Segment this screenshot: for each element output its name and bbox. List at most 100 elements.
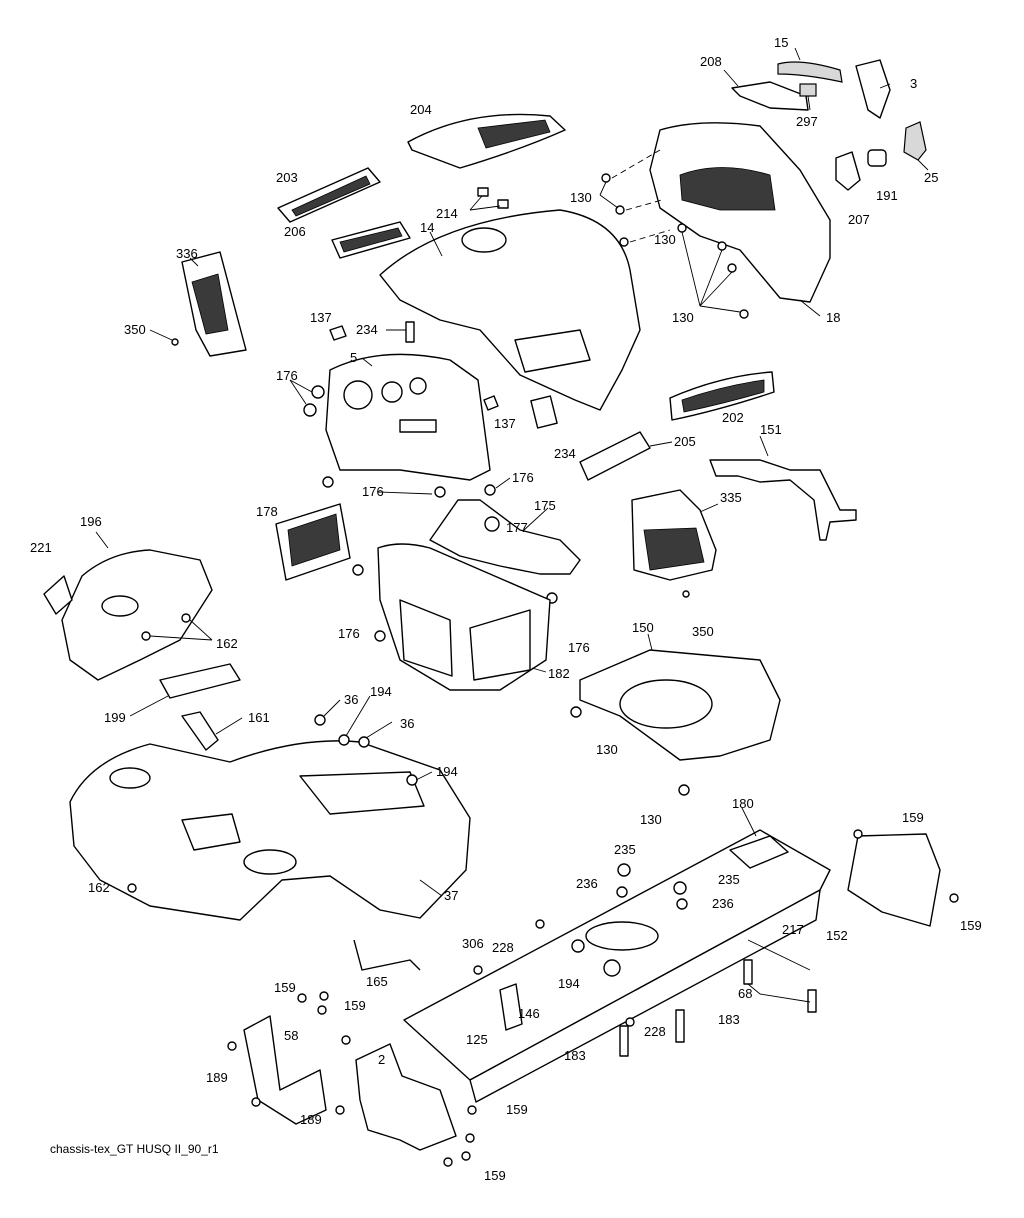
callout: 175: [534, 498, 556, 513]
callout: 335: [720, 490, 742, 505]
part-182-front-console: [377, 543, 551, 691]
callout: 194: [558, 976, 580, 991]
callout: 196: [80, 514, 102, 529]
callout: 350: [124, 322, 146, 337]
drawing-caption: chassis-tex_GT HUSQ II_90_r1: [50, 1142, 219, 1156]
callout: 183: [564, 1048, 586, 1063]
part-130-bolt-e: [678, 784, 690, 796]
callout: 182: [548, 666, 570, 681]
callout: 165: [366, 974, 388, 989]
callout: 130: [640, 812, 662, 827]
callout: 207: [848, 212, 870, 227]
callout: 18: [826, 310, 840, 325]
part-221-decal: [43, 575, 73, 615]
part-350-screw-right: [682, 590, 690, 598]
callout: 159: [902, 810, 924, 825]
callout: 235: [614, 842, 636, 857]
part-217-rod: [747, 939, 811, 971]
callout: 208: [700, 54, 722, 69]
callout: 199: [104, 710, 126, 725]
callout: 37: [444, 888, 458, 903]
part-207-headlight-assembly: [835, 151, 861, 191]
part-235-236-bushings: [616, 863, 688, 910]
callout: 125: [466, 1032, 488, 1047]
callout: 176: [338, 626, 360, 641]
callout: 214: [436, 206, 458, 221]
callout: 137: [310, 310, 332, 325]
part-199-plate: [129, 663, 241, 717]
callout: 176: [512, 470, 534, 485]
callout: 204: [410, 102, 432, 117]
part-162-screws-a: [141, 613, 213, 641]
callout: 130: [570, 190, 592, 205]
part-165-link: [353, 939, 421, 971]
callout: 234: [356, 322, 378, 337]
part-3-side-trim: [855, 59, 891, 119]
callout: 68: [738, 986, 752, 1001]
callout: 336: [176, 246, 198, 261]
callout: 217: [782, 922, 804, 937]
callout: 236: [712, 896, 734, 911]
callout: 189: [300, 1112, 322, 1127]
callout: 159: [274, 980, 296, 995]
part-350-screw-left: [149, 329, 179, 346]
leader-25: [917, 159, 929, 171]
part-152-159-rear-bracket: [847, 829, 959, 927]
callout: 14: [420, 220, 434, 235]
callout: 234: [554, 446, 576, 461]
part-15-rubber-strip: [777, 47, 843, 83]
bolts-130-right: [677, 223, 749, 319]
leader-297: [807, 95, 811, 111]
callout: 176: [276, 368, 298, 383]
part-37-fender: [69, 740, 471, 921]
part-202-front-grille: [669, 371, 775, 421]
part-297-clip: [799, 83, 817, 97]
part-161-trim: [181, 711, 243, 751]
callout: 228: [644, 1024, 666, 1039]
callout: 183: [718, 1012, 740, 1027]
callout: 189: [206, 1070, 228, 1085]
part-183-axle-bolts: [619, 1009, 685, 1057]
callout: 130: [672, 310, 694, 325]
part-68-bolts: [743, 959, 817, 1013]
part-234-strip-b: [530, 395, 558, 429]
callout: 25: [924, 170, 938, 185]
callout: 203: [276, 170, 298, 185]
callout: 162: [88, 880, 110, 895]
part-208-headlight-bracket: [723, 69, 809, 111]
callout: 146: [518, 1006, 540, 1021]
part-204-hood-cover: [407, 113, 566, 169]
callout: 159: [960, 918, 982, 933]
part-18-front-hood-nose: [649, 122, 831, 317]
part-176-knobs: [289, 379, 558, 642]
part-137-clip-b: [483, 395, 499, 411]
part-159-189-fasteners: [227, 991, 477, 1167]
part-125-146-bracket: [499, 983, 523, 1031]
callout: 150: [632, 620, 654, 635]
callout: 161: [248, 710, 270, 725]
callout: 180: [732, 796, 754, 811]
part-336-side-panel: [181, 251, 247, 357]
part-25-cap: [903, 121, 927, 161]
callout: 162: [216, 636, 238, 651]
part-228-194-306: [473, 919, 635, 1027]
part-196-seat-pan: [61, 531, 213, 681]
callout: 205: [674, 434, 696, 449]
part-214-clips: [469, 187, 509, 211]
part-14-hood: [379, 209, 641, 411]
part-191-bulb: [867, 149, 887, 167]
callout: 159: [506, 1102, 528, 1117]
callout: 191: [876, 188, 898, 203]
part-150-underplate: [579, 633, 781, 761]
callout: 194: [436, 764, 458, 779]
part-203-side-vent: [277, 167, 381, 223]
callout: 2: [378, 1052, 385, 1067]
part-205-trim: [579, 431, 673, 481]
callout: 176: [568, 640, 590, 655]
callout: 202: [722, 410, 744, 425]
callout: 236: [576, 876, 598, 891]
part-130-bolt-d: [570, 706, 582, 718]
part-58-bracket: [243, 1015, 327, 1125]
